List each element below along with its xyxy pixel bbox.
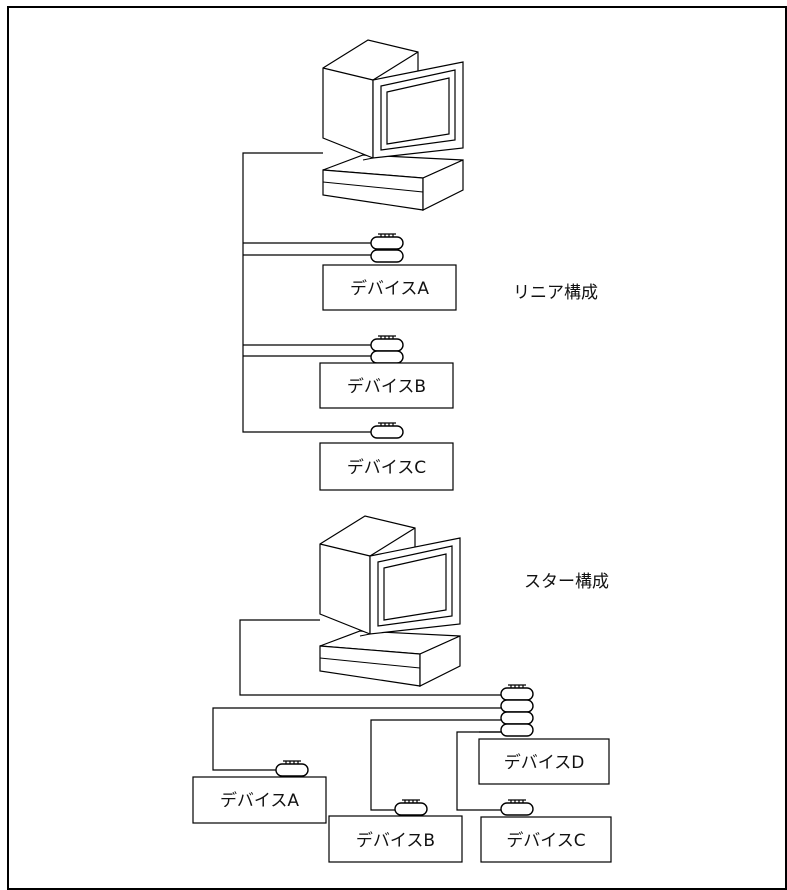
linear-device-b-label: デバイスB xyxy=(347,376,426,397)
star-hub-connector xyxy=(500,684,534,737)
linear-section: デバイスA デバイスB デバイスC リニア構成 xyxy=(242,39,598,491)
linear-config-label: リニア構成 xyxy=(513,283,598,303)
star-device-c: デバイスC xyxy=(480,816,612,863)
linear-device-c-label: デバイスC xyxy=(347,457,426,478)
star-device-a: デバイスA xyxy=(192,776,327,824)
linear-cables xyxy=(242,152,380,433)
star-cables xyxy=(212,619,510,811)
star-config-label: スター構成 xyxy=(524,572,609,592)
linear-device-c: デバイスC xyxy=(319,442,454,491)
linear-device-a-label: デバイスA xyxy=(350,278,429,299)
linear-connector-b xyxy=(370,335,404,364)
star-device-b-label: デバイスB xyxy=(356,830,435,851)
star-device-c-label: デバイスC xyxy=(506,830,585,851)
linear-connector-a xyxy=(370,233,404,263)
star-device-b: デバイスB xyxy=(328,815,463,863)
star-device-a-label: デバイスA xyxy=(220,790,299,811)
linear-device-b: デバイスB xyxy=(319,362,454,409)
linear-device-a: デバイスA xyxy=(322,264,457,311)
star-section: スター構成 デバイスA xyxy=(192,515,612,863)
star-device-d-label: デバイスD xyxy=(504,752,585,773)
star-device-d: デバイスD xyxy=(478,738,610,785)
